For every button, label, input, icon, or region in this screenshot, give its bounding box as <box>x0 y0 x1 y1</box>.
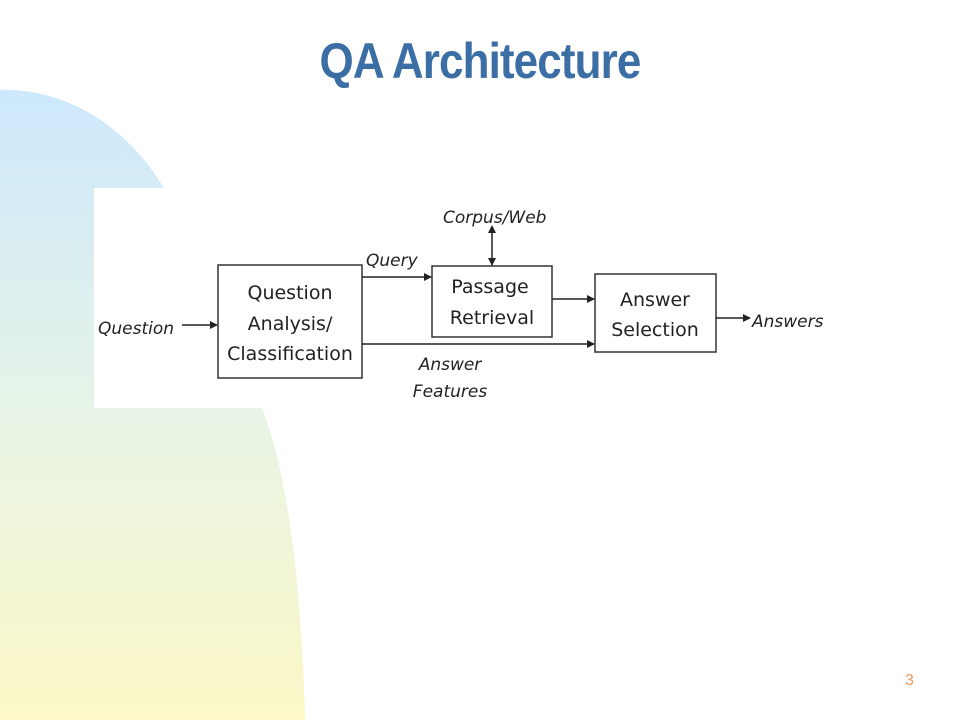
question-label: Question <box>98 319 174 339</box>
slide-title: QA Architecture <box>319 33 642 89</box>
question-analysis-label-line2: Analysis/ <box>248 313 333 335</box>
answer-selection-label-line1: Answer <box>620 289 690 311</box>
page-number: 3 <box>905 672 914 689</box>
answer-features-label-line2: Features <box>413 382 488 402</box>
passage-retrieval-label-line2: Retrieval <box>450 307 534 329</box>
passage-retrieval-label-line1: Passage <box>451 276 528 298</box>
question-analysis-box <box>217 264 363 379</box>
query-label: Query <box>366 251 419 271</box>
corpus-web-label: Corpus/Web <box>443 208 546 228</box>
answer-selection-box <box>594 273 717 353</box>
answer-selection-label-line2: Selection <box>611 319 699 341</box>
answer-features-label-line1: Answer <box>418 355 483 375</box>
passage-retrieval-box <box>431 265 553 338</box>
answers-label: Answers <box>751 312 824 332</box>
question-analysis-label-line1: Question <box>248 282 333 304</box>
question-analysis-label-line3: Classification <box>227 343 353 365</box>
